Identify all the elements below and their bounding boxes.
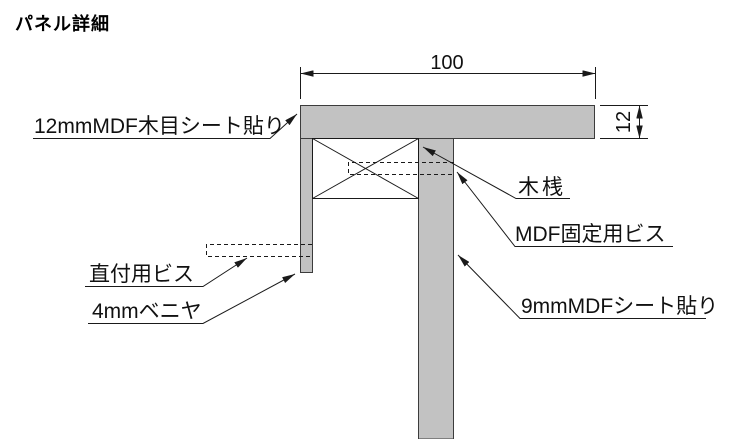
plywood-leader	[88, 273, 296, 324]
batten-cross-line-2	[312, 138, 419, 199]
top-panel-leader	[33, 113, 298, 139]
direct-screw-label: 直付用ビス	[89, 263, 194, 286]
batten-leader	[422, 146, 570, 199]
mdf-screw-label: MDF固定用ビス	[515, 223, 666, 246]
side-panel-rect	[418, 138, 454, 439]
thickness-dim-value: 12	[613, 111, 635, 133]
batten-label: 木桟	[518, 176, 566, 199]
mdf-screw-leader	[456, 171, 673, 247]
width-dim-value: 100	[430, 52, 463, 74]
width-dimension: 100	[300, 52, 596, 99]
mdf-screw-dashed-outline	[348, 162, 454, 175]
direct-screw-dashed-outline	[206, 244, 312, 257]
side-panel-leader	[457, 254, 706, 319]
plywood-label: 4mmベニヤ	[92, 300, 202, 323]
direct-screw-leader	[85, 257, 248, 287]
thickness-dimension: 12	[600, 105, 648, 139]
top-panel-label: 12mmMDF木目シート貼り	[34, 115, 285, 138]
top-panel-rect	[300, 105, 595, 139]
side-panel-label: 9mmMDFシート貼り	[521, 295, 718, 318]
page-title: パネル詳細	[15, 13, 110, 34]
plywood-strip-rect	[300, 138, 313, 273]
